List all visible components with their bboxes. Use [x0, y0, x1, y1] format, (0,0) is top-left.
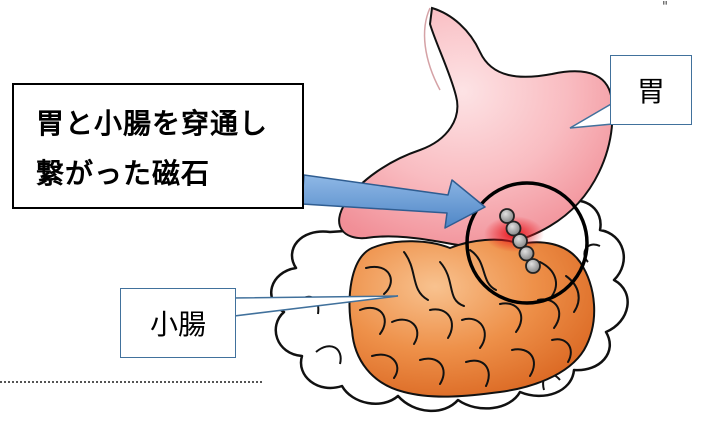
annotation-line-1: 胃と小腸を穿通し	[36, 107, 269, 140]
magnet-chain	[499, 208, 541, 274]
magnet	[512, 233, 528, 249]
magnet	[518, 245, 535, 262]
annotation-line-2: 繋がった磁石	[36, 157, 211, 190]
magnet	[505, 220, 522, 237]
magnet	[525, 258, 541, 274]
stomach-label: 胃	[636, 75, 665, 108]
magnet	[499, 208, 515, 224]
small-intestine-callout: 小腸	[120, 288, 236, 358]
small-intestine-label: 小腸	[149, 308, 206, 341]
annotation-box: 胃と小腸を穿通し 繋がった磁石	[12, 83, 304, 209]
highlight-circle	[465, 181, 589, 305]
stomach-callout: 胃	[610, 55, 692, 125]
pointer-arrow	[301, 174, 486, 229]
intestine-coils	[359, 249, 580, 387]
corner-mark: "	[662, 0, 668, 15]
